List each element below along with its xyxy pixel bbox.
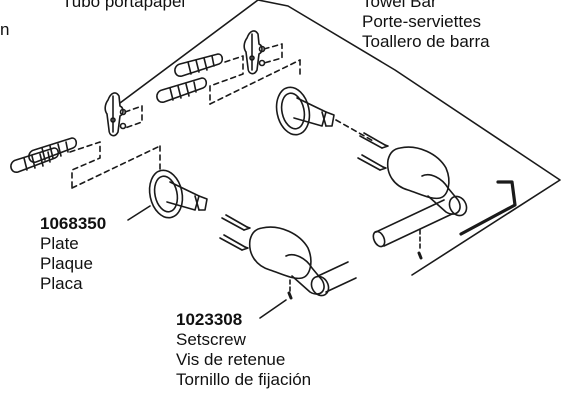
upper-setscrew-1 — [359, 132, 389, 149]
hex-key — [459, 180, 517, 236]
plate-part-number: 1068350 — [40, 214, 107, 233]
top-center-label: Tubo portapapel — [62, 0, 186, 11]
upper-mounting-clip — [243, 30, 266, 75]
setscrew-leader-line — [259, 299, 287, 319]
plate-label-line: Placa — [40, 274, 83, 293]
upper-axis-guide — [335, 119, 376, 143]
rod-dot — [417, 251, 423, 260]
lower-wall-anchor-2 — [10, 147, 60, 173]
lower-wall-anchor-1 — [28, 137, 78, 163]
setscrew-callout: 1023308 Setscrew Vis de retenue Tornillo… — [176, 310, 311, 390]
upper-plate — [275, 86, 335, 136]
top-right-label-line: Porte-serviettes — [362, 12, 482, 31]
left-edge-fragment: n — [0, 20, 10, 39]
lower-mounting-clip — [104, 92, 127, 137]
lower-setscrew-2 — [219, 234, 249, 251]
holder-dot — [287, 291, 293, 300]
setscrew-part-number: 1023308 — [176, 310, 243, 329]
top-right-label-group: Towel Bar Porte-serviettes Toallero de b… — [362, 0, 490, 52]
plate-label-line: Plate — [40, 234, 79, 253]
towel-bar-rod — [372, 199, 453, 248]
setscrew-label-line: Tornillo de fijación — [176, 370, 312, 389]
setscrew-label-line: Vis de retenue — [176, 350, 286, 369]
upper-wall-anchor-1 — [174, 53, 224, 77]
lower-setscrew-1 — [221, 214, 251, 231]
upper-dashed-guides — [209, 43, 301, 105]
upper-setscrew-2 — [357, 154, 387, 171]
top-right-label-line: Toallero de barra — [362, 32, 490, 51]
plate-label-line: Plaque — [40, 254, 93, 273]
plate-callout: 1068350 Plate Plaque Placa — [40, 214, 106, 294]
upper-wall-anchor-2 — [156, 77, 208, 103]
top-right-label-line: Towel Bar — [362, 0, 437, 11]
lower-dashed-guides — [69, 105, 161, 189]
box-outline — [119, 0, 561, 276]
lower-plate — [148, 169, 208, 219]
left-bar-holder — [248, 226, 357, 297]
plate-leader-line — [127, 205, 151, 221]
setscrew-label-line: Setscrew — [176, 330, 246, 349]
